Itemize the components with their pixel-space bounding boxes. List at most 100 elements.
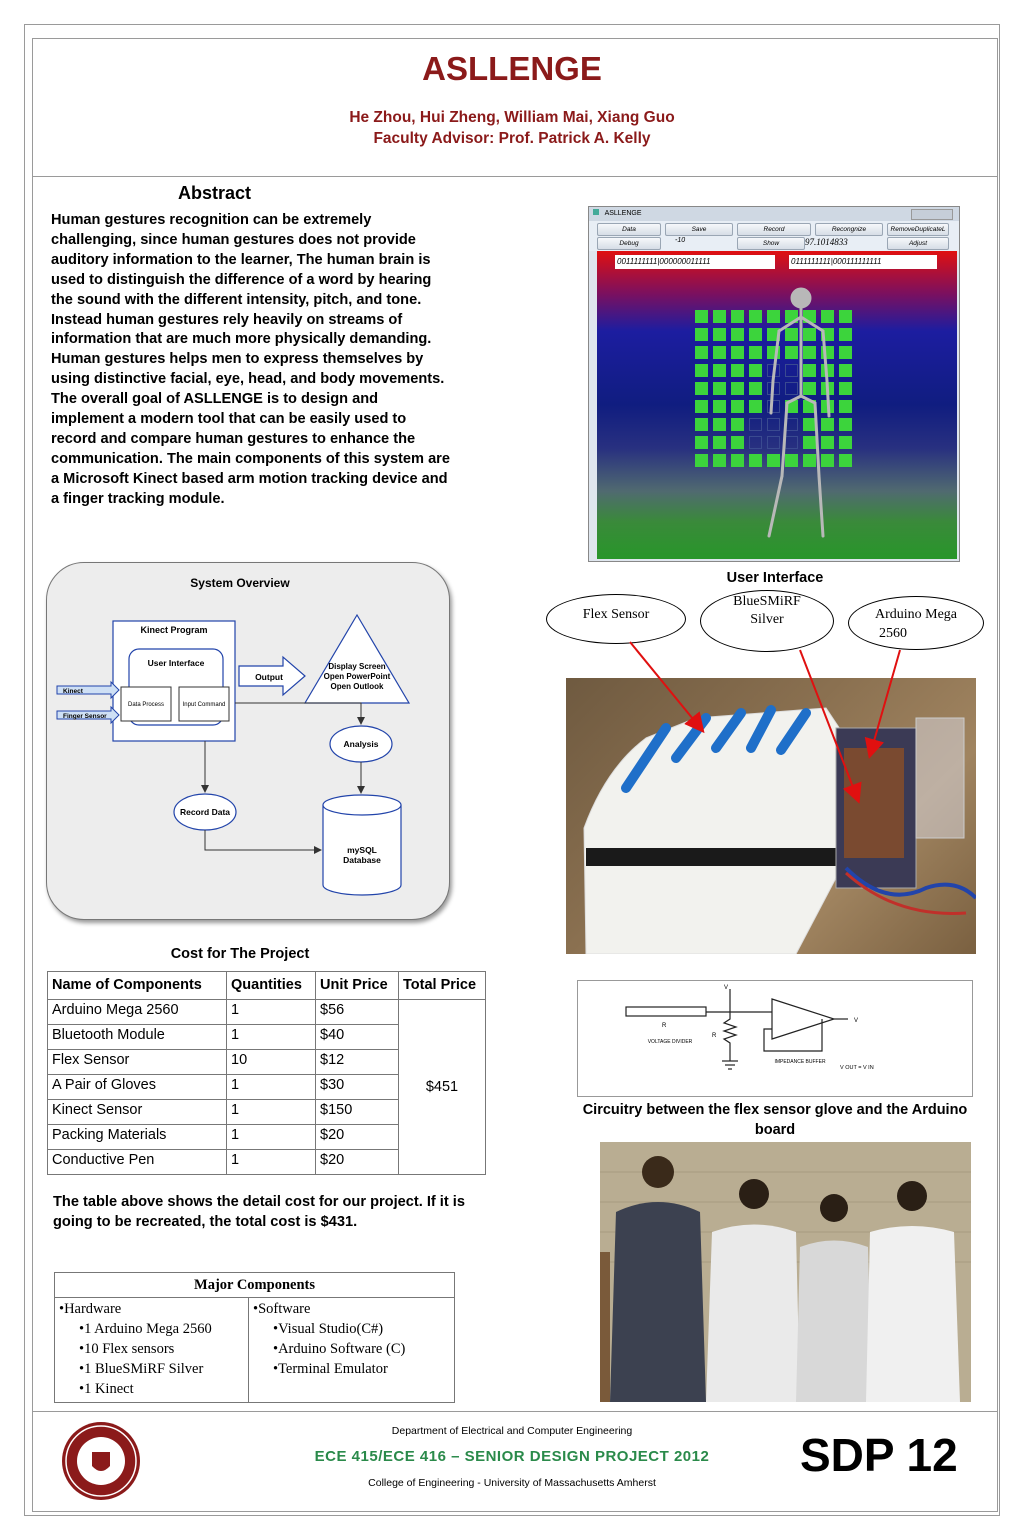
grid-cell (803, 346, 816, 359)
cell-price: $12 (315, 1049, 399, 1075)
header-quantities: Quantities (226, 971, 316, 1000)
ui-record-button: Record (737, 223, 811, 236)
grid-cell (785, 346, 798, 359)
grid-cell (749, 364, 762, 377)
database-label: Database (343, 855, 381, 865)
grid-cell (839, 382, 852, 395)
kinect-program-label: Kinect Program (140, 625, 207, 635)
grid-cell (767, 418, 780, 431)
cell-quantity: 1 (226, 1124, 316, 1150)
ui-tracking-canvas: 0011111111|000000011111 0111111111|00011… (597, 251, 957, 559)
formula-label: V OUT = V IN (840, 1065, 874, 1071)
impedance-buffer-label: IMPEDANCE BUFFER (774, 1059, 826, 1065)
cell-price: $20 (315, 1124, 399, 1150)
grid-cell (695, 454, 708, 467)
display-screen-label: Display Screen (328, 662, 385, 671)
list-item: •Terminal Emulator (273, 1361, 388, 1377)
cell-price: $150 (315, 1099, 399, 1125)
header-divider (32, 176, 998, 177)
cost-table: Name of Components Quantities Unit Price… (47, 971, 486, 1175)
analysis-label: Analysis (344, 739, 379, 749)
cell-quantity: 1 (226, 999, 316, 1025)
course-title: ECE 415/ECE 416 – SENIOR DESIGN PROJECT … (314, 1448, 710, 1465)
grid-cell (713, 418, 726, 431)
vout-label: V (854, 1018, 858, 1024)
author-names: He Zhou, Hui Zheng, William Mai, Xiang G… (349, 109, 675, 126)
ui-window-title: ASLLENGE (604, 210, 642, 217)
hardware-title: •Hardware (59, 1301, 122, 1317)
cell-component: Bluetooth Module (47, 1024, 227, 1050)
poster-outer-border (24, 24, 1000, 1516)
ui-debug-button: Debug (597, 237, 661, 250)
major-components-table: Major Components •Hardware •1 Arduino Me… (54, 1272, 455, 1403)
poster-title: ASLLENGE (422, 50, 602, 87)
bluesmirf-label: BlueSMiRF (733, 594, 801, 609)
circuit-caption: Circuitry between the flex sensor glove … (582, 1102, 968, 1138)
grid-cell (695, 364, 708, 377)
window-controls-icon (911, 209, 953, 220)
user-interface-label: User Interface (148, 658, 205, 668)
arduino-label: Arduino Mega (874, 607, 958, 622)
faculty-advisor: Faculty Advisor: Prof. Patrick A. Kelly (373, 130, 651, 147)
grid-cell (713, 382, 726, 395)
grid-cell (713, 400, 726, 413)
abstract-heading: Abstract (178, 183, 252, 203)
list-item: •1 BlueSMiRF Silver (79, 1361, 204, 1377)
college-name: College of Engineering - University of M… (368, 1477, 656, 1489)
ui-toolbar: Data Save Record Recongnize RemoveDuplic… (589, 221, 959, 251)
ui-left-field: 0011111111|000000011111 (615, 255, 775, 269)
grid-cell (695, 346, 708, 359)
grid-cell (695, 436, 708, 449)
bluesmirf-silver-label: Silver (750, 612, 784, 627)
grid-cell (785, 382, 798, 395)
ui-show-button: Show (737, 237, 805, 250)
open-powerpoint-label: Open PowerPoint (324, 672, 391, 681)
grid-cell (713, 454, 726, 467)
input-command-label: Input Command (183, 702, 226, 708)
grid-cell (695, 400, 708, 413)
cost-table-header: Name of Components Quantities Unit Price… (47, 971, 486, 1000)
grid-cell (695, 382, 708, 395)
software-list: •Software •Visual Studio(C#) •Arduino So… (253, 1299, 405, 1379)
department-name: Department of Electrical and Computer En… (391, 1425, 633, 1437)
user-interface-caption: User Interface (726, 570, 824, 586)
grid-cell (821, 418, 834, 431)
cost-note: The table above shows the detail cost fo… (53, 1194, 465, 1230)
hardware-list: •Hardware •1 Arduino Mega 2560 •10 Flex … (59, 1299, 212, 1399)
seal-icon (65, 1425, 137, 1497)
ui-debug-value: -10 (675, 237, 686, 244)
ui-save-button: Save (665, 223, 733, 236)
grid-cell (839, 436, 852, 449)
cell-quantity: 1 (226, 1099, 316, 1125)
grid-cell (803, 382, 816, 395)
table-row: Arduino Mega 2560 1 $56 $451 (47, 999, 486, 1175)
footer-divider (32, 1411, 998, 1412)
kinect-input-label: Kinect (63, 688, 84, 695)
cell-quantity: 1 (226, 1149, 316, 1175)
cell-price: $40 (315, 1024, 399, 1050)
mysql-label: mySQL (347, 845, 377, 855)
ui-right-field: 0111111111|000111111111 (789, 255, 937, 269)
table-row: Kinect Sensor 1 $150 (47, 1099, 486, 1125)
grid-cell (749, 436, 762, 449)
grid-cell (785, 328, 798, 341)
grid-cell (803, 364, 816, 377)
ui-data-button: Data (597, 223, 661, 236)
finger-sensor-label: Finger Sensor (63, 713, 107, 720)
grid-cell (839, 310, 852, 323)
list-item: •Arduino Software (C) (273, 1341, 406, 1357)
app-icon (593, 209, 599, 215)
vin-label: V (724, 985, 728, 991)
ui-remove-duplicate-button: RemoveDuplicateL (887, 223, 949, 236)
cell-quantity: 10 (226, 1049, 316, 1075)
record-data-label: Record Data (180, 807, 230, 817)
flex-sensor-bubble: Flex Sensor (546, 594, 686, 644)
grid-cell (839, 454, 852, 467)
cost-caption: Cost for The Project (170, 946, 310, 962)
list-item: •Visual Studio(C#) (273, 1321, 384, 1337)
circuit-diagram: V R R VOLTAGE DIVIDER IMPEDANCE BUFFER V… (577, 980, 973, 1097)
flex-sensor-label: Flex Sensor (582, 607, 650, 622)
grid-cell (695, 328, 708, 341)
cell-quantity: 1 (226, 1024, 316, 1050)
grid-cell (713, 364, 726, 377)
